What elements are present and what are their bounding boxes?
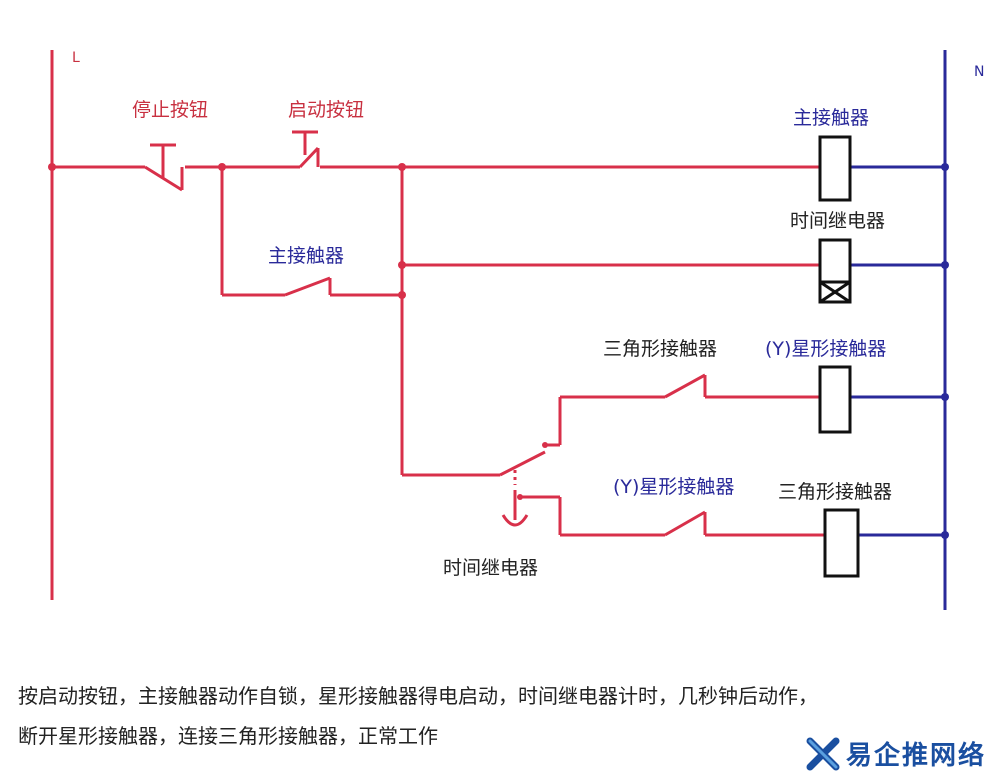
label-N: N — [974, 64, 984, 80]
label-L: L — [72, 50, 80, 66]
label-start-button: 启动按钮 — [288, 99, 364, 121]
main-contactor-coil — [818, 135, 852, 202]
star-contactor-coil — [818, 365, 852, 434]
coils — [818, 135, 860, 578]
label-star-contactor-coil: (Y)星形接触器 — [765, 338, 886, 360]
caption-line-1: 按启动按钮，主接触器动作自锁，星形接触器得电启动，时间继电器计时，几秒钟后动作， — [18, 684, 818, 708]
wiring-diagram: L N 停止按钮 启动按钮 主接触器 时间继电器 主接触器 三角形接触器 (Y)… — [48, 50, 984, 610]
caption-line-2: 断开星形接触器，连接三角形接触器，正常工作 — [18, 724, 438, 748]
label-delta-contactor-nc: 三角形接触器 — [603, 338, 717, 360]
x-logo-icon — [806, 737, 840, 770]
label-main-contactor-aux: 主接触器 — [268, 245, 344, 267]
label-stop-button: 停止按钮 — [132, 99, 208, 121]
watermark-text: 易企推网络 — [845, 741, 986, 771]
label-time-relay-coil: 时间继电器 — [790, 210, 885, 232]
label-star-contactor-nc: (Y)星形接触器 — [613, 476, 734, 498]
live-line — [50, 50, 825, 600]
label-time-relay-contact: 时间继电器 — [443, 557, 538, 579]
neutral-line — [850, 50, 947, 610]
label-main-contactor-coil: 主接触器 — [793, 107, 869, 129]
neutral-dots — [941, 163, 949, 539]
delta-contactor-coil — [823, 508, 860, 578]
label-delta-contactor-coil: 三角形接触器 — [778, 481, 892, 503]
junction-dots — [48, 163, 548, 500]
watermark: 易企推网络 — [806, 735, 986, 772]
time-relay-coil — [818, 238, 852, 304]
